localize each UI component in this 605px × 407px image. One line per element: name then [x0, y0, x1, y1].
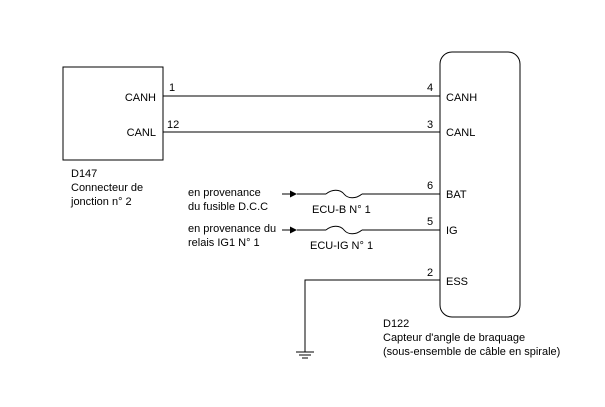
d122-pin-bat-label: BAT [446, 189, 467, 201]
d122-pin-ess-number: 2 [427, 267, 433, 279]
bat-source-line2: du fusible D.C.C [188, 201, 268, 213]
d147-code: D147 [71, 168, 97, 180]
d122-pin-ig-number: 5 [427, 216, 433, 228]
d122-pin-canl-label: CANL [446, 127, 475, 139]
d147-pin-canh-label: CANH [125, 92, 156, 104]
d147-name-line2: jonction n° 2 [70, 196, 132, 208]
ess-ground-wire [304, 279, 440, 352]
d147-pin-canl-number: 12 [167, 119, 179, 131]
fuse-ecu-b-icon [325, 189, 363, 199]
d122-name-line1: Capteur d'angle de braquage [383, 332, 525, 344]
bat-arrow-icon [290, 190, 297, 198]
d122-pin-canh-label: CANH [446, 92, 477, 104]
ig-source-line1: en provenance du [188, 223, 276, 235]
d122-code: D122 [383, 318, 409, 330]
d122-name-line2: (sous-ensemble de câble en spirale) [383, 346, 560, 358]
fuse-ecu-b-label: ECU-B N° 1 [312, 204, 371, 216]
d122-pin-bat-number: 6 [427, 180, 433, 192]
ground-icon [296, 351, 314, 359]
bat-source-line1: en provenance [188, 187, 261, 199]
d147-pin-canl-label: CANL [127, 127, 156, 139]
d122-pin-ess-label: ESS [446, 276, 468, 288]
d147-name-line1: Connecteur de [71, 182, 143, 194]
ig-source-line2: relais IG1 N° 1 [188, 237, 260, 249]
fuse-ecu-ig-icon [325, 225, 363, 235]
d122-pin-ig-label: IG [446, 225, 458, 237]
d122-pin-canh-number: 4 [427, 82, 433, 94]
d147-connector-box [62, 66, 164, 161]
d147-pin-canh-number: 1 [169, 82, 175, 94]
ig-arrow-icon [290, 226, 297, 234]
fuse-ecu-ig-label: ECU-IG N° 1 [310, 240, 373, 252]
d122-sensor-box [439, 51, 521, 318]
d122-pin-canl-number: 3 [427, 119, 433, 131]
